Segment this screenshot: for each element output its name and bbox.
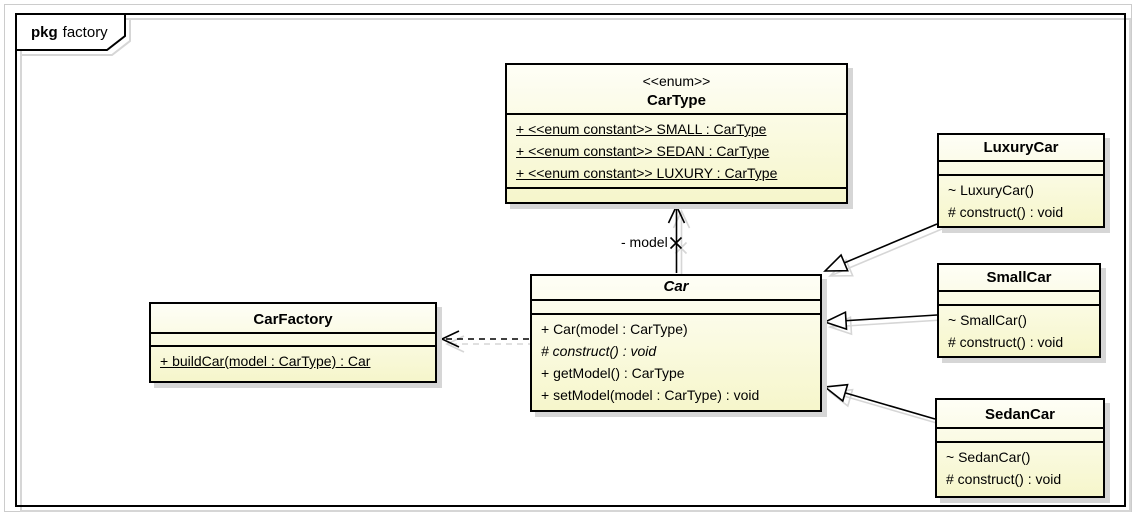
attributes-compartment: [939, 290, 1099, 304]
class-name: LuxuryCar: [983, 139, 1059, 156]
class-box-luxurycar[interactable]: LuxuryCar ~ LuxuryCar() # construct() : …: [937, 133, 1105, 228]
class-box-smallcar[interactable]: SmallCar ~ SmallCar() # construct() : vo…: [937, 263, 1101, 358]
generalization-luxurycar-car: [823, 223, 938, 272]
class-name: CarType: [647, 92, 706, 109]
class-box-cartype[interactable]: <<enum>> CarType + <<enum constant>> SMA…: [505, 63, 848, 204]
class-header: <<enum>> CarType: [507, 65, 846, 113]
attributes-compartment: [532, 299, 820, 313]
enum-constant: + <<enum constant>> LUXURY : CarType: [516, 165, 778, 181]
class-name: CarFactory: [253, 311, 333, 328]
class-box-sedancar[interactable]: SedanCar ~ SedanCar() # construct() : vo…: [935, 398, 1105, 498]
method-row: # construct() : void: [946, 471, 1062, 487]
association-role-label: - model: [621, 234, 668, 250]
method-row-abstract: # construct() : void: [541, 343, 657, 359]
frame-tab: [15, 13, 126, 51]
method-row: # construct() : void: [948, 204, 1064, 220]
class-name: Car: [663, 278, 689, 295]
attributes-compartment: [939, 160, 1103, 174]
class-name: SmallCar: [986, 269, 1052, 286]
generalization-sedancar-car: [822, 383, 936, 420]
attributes-compartment: [937, 427, 1103, 441]
method-row-static: + buildCar(model : CarType) : Car: [160, 353, 371, 369]
operations-compartment: [507, 187, 846, 202]
generalization-smallcar-car: [822, 310, 938, 331]
operations-compartment: ~ SmallCar() # construct() : void: [939, 304, 1099, 356]
operations-compartment: + buildCar(model : CarType) : Car: [151, 345, 435, 381]
class-name: SedanCar: [984, 406, 1056, 423]
method-row: ~ SedanCar(): [946, 449, 1031, 465]
package-keyword: pkg: [31, 24, 58, 41]
frame-shadow: [20, 18, 1131, 512]
operations-compartment: ~ SedanCar() # construct() : void: [937, 441, 1103, 496]
association-end-cross-icon: [669, 236, 683, 250]
method-row: ~ LuxuryCar(): [948, 182, 1034, 198]
method-row: + Car(model : CarType): [541, 321, 688, 337]
enum-constant: + <<enum constant>> SEDAN : CarType: [516, 143, 770, 159]
attributes-compartment: + <<enum constant>> SMALL : CarType + <<…: [507, 113, 846, 187]
operations-compartment: ~ LuxuryCar() # construct() : void: [939, 174, 1103, 226]
diagram-frame: [15, 13, 1126, 507]
package-name: factory: [62, 24, 108, 41]
attributes-compartment: [151, 332, 435, 345]
method-row: + setModel(model : CarType) : void: [541, 387, 760, 403]
enum-constant: + <<enum constant>> SMALL : CarType: [516, 121, 767, 137]
method-row: # construct() : void: [948, 334, 1064, 350]
class-box-car[interactable]: Car + Car(model : CarType) # construct()…: [530, 274, 822, 412]
stereotype-label: <<enum>>: [642, 73, 711, 89]
operations-compartment: + Car(model : CarType) # construct() : v…: [532, 313, 820, 410]
method-row: + getModel() : CarType: [541, 365, 685, 381]
class-box-carfactory[interactable]: CarFactory + buildCar(model : CarType) :…: [149, 302, 437, 383]
method-row: ~ SmallCar(): [948, 312, 1027, 328]
